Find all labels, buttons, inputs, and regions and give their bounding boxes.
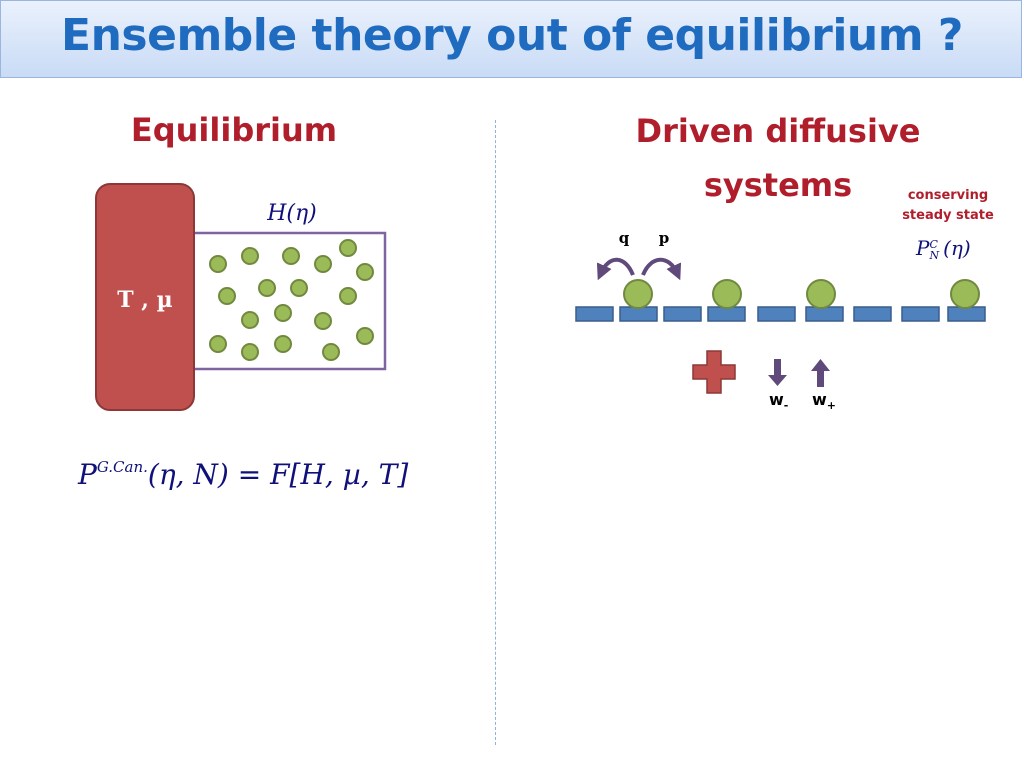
particle [356, 327, 374, 345]
particle [339, 239, 357, 257]
rate-minus-arrow [768, 359, 787, 386]
lattice-site [619, 306, 658, 322]
conserving-steady-state-note-line2: steady state [902, 208, 994, 223]
lattice-particle [950, 279, 980, 309]
particle [282, 247, 300, 265]
title-bar [0, 0, 1022, 78]
hamiltonian-label: H(η) [266, 201, 317, 226]
lattice-site [853, 306, 892, 322]
particle [274, 304, 292, 322]
particle [314, 312, 332, 330]
particle [314, 255, 332, 273]
particle [339, 287, 357, 305]
slide-title: Ensemble theory out of equilibrium ? [61, 10, 963, 61]
particle [218, 287, 236, 305]
particle [209, 255, 227, 273]
lattice-site [901, 306, 940, 322]
column-divider [495, 120, 496, 745]
lattice-particle [806, 279, 836, 309]
lattice-site [805, 306, 844, 322]
particle [241, 343, 259, 361]
equilibrium-heading: Equilibrium [130, 111, 338, 149]
particle [322, 343, 340, 361]
conserving-steady-state-note-line1: conserving [907, 188, 989, 203]
rate-plus-label: w+ [812, 390, 836, 413]
particle [209, 335, 227, 353]
lattice-particles [623, 279, 980, 309]
particle [356, 263, 374, 281]
grand-canonical-formula: PG.Can.(η, N) = F[H, µ, T] [78, 458, 409, 491]
particle [241, 311, 259, 329]
driven-lattice-diagram: q p [575, 229, 986, 394]
driven-diffusive-heading-line1: Driven diffusive [635, 112, 921, 150]
reservoir-label: T , µ [117, 287, 172, 313]
lattice-site [947, 306, 986, 322]
lattice-site [757, 306, 796, 322]
plus-icon [692, 350, 736, 394]
particle [274, 335, 292, 353]
reservoir-block [95, 183, 195, 411]
rate-plus-arrow [811, 359, 830, 387]
lattice-particle [712, 279, 742, 309]
equilibrium-diagram: T , µ H(η) [95, 183, 387, 411]
particle [241, 247, 259, 265]
lattice-site [707, 306, 746, 322]
lattice-sites [575, 306, 986, 322]
lattice-site [575, 306, 614, 322]
particles [209, 239, 374, 361]
hop-right-label: p [659, 229, 670, 247]
lattice-particle [623, 279, 653, 309]
hop-left-arrow [596, 257, 635, 281]
particle [258, 279, 276, 297]
driven-diffusive-heading-line2: systems [703, 166, 853, 204]
rate-minus-label: w- [769, 390, 789, 413]
hop-right-arrow [641, 257, 682, 281]
lattice-site [663, 306, 702, 322]
particle [290, 279, 308, 297]
hop-left-label: q [619, 229, 630, 247]
